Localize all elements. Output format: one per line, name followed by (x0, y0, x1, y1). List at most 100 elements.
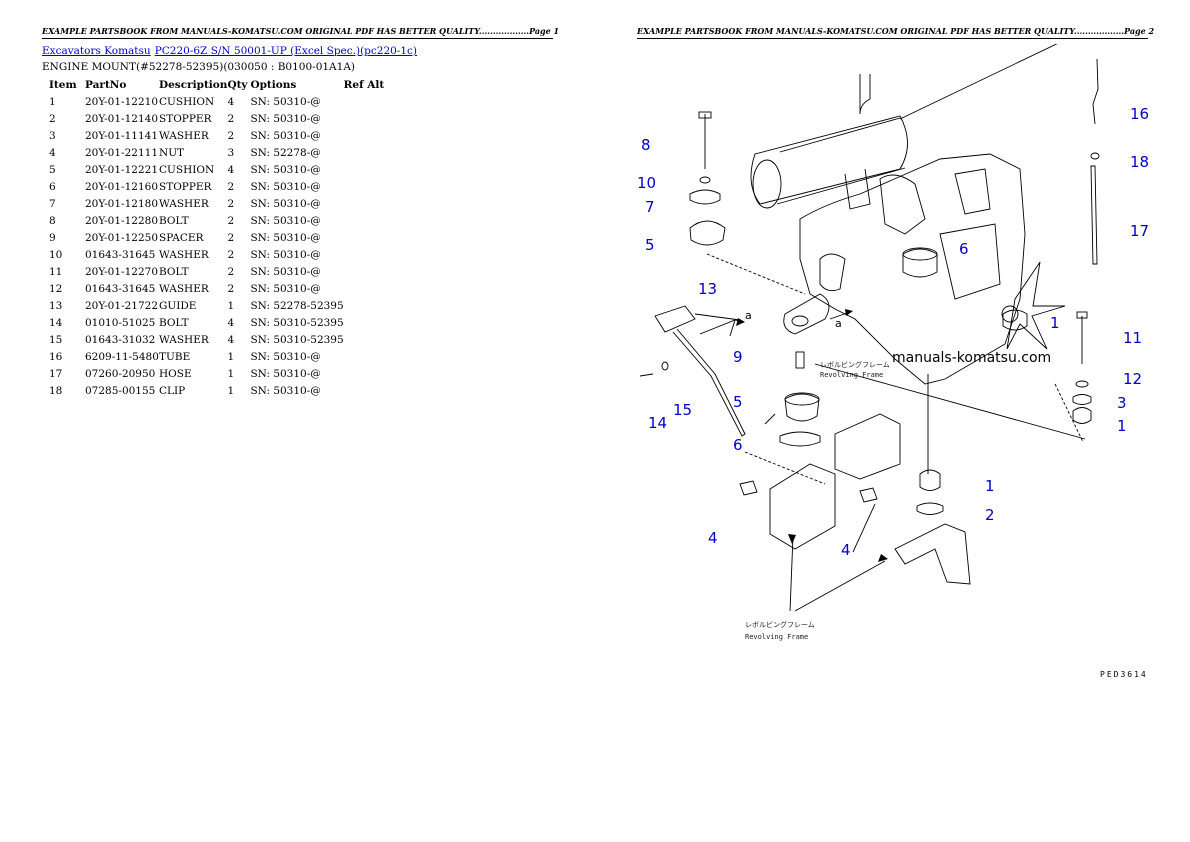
callout-labels: 8 10 7 5 13 9 5 6 4 14 15 6 1 2 4 16 18 … (637, 105, 1149, 559)
exhaust-pipe (859, 74, 871, 115)
cell-item: 12 (49, 282, 63, 295)
cell-description: SPACER (159, 231, 204, 244)
page-1-header: EXAMPLE PARTSBOOK FROM MANUALS-KOMATSU.C… (42, 26, 559, 39)
callout-5-upper: 5 (645, 236, 655, 254)
breadcrumb-link-model[interactable]: PC220-6Z S/N 50001-UP (Excel Spec.)(pc22… (154, 45, 418, 57)
cell-qty: 2 (227, 248, 235, 261)
cell-description: BOLT (159, 265, 189, 278)
cell-description: STOPPER (159, 112, 212, 125)
cell-refalt (344, 127, 394, 144)
stopper-2 (916, 502, 944, 515)
cell-item: 13 (49, 299, 63, 312)
cell-options: SN: 52278-52395 (250, 299, 344, 312)
col-header-item: Item (49, 78, 77, 91)
cell-partno: 07260-20950 (85, 367, 156, 380)
spacer-9 (795, 351, 805, 369)
callout-3: 3 (1117, 394, 1127, 412)
revolving-frame-bracket-left (769, 463, 836, 550)
cell-description: GUIDE (159, 299, 197, 312)
callout-15: 15 (673, 401, 692, 419)
page-2-header: EXAMPLE PARTSBOOK FROM MANUALS-KOMATSU.C… (637, 26, 1154, 39)
tube-16 (1092, 58, 1099, 125)
cell-item: 11 (49, 265, 63, 278)
cell-refalt (344, 297, 394, 314)
breadcrumb-link-category[interactable]: Excavators Komatsu (42, 45, 151, 57)
cell-refalt (344, 314, 394, 331)
cell-refalt (344, 263, 394, 280)
cell-description: BOLT (159, 316, 189, 329)
cell-partno: 20Y-01-12160 (85, 180, 158, 193)
cell-item: 5 (49, 163, 56, 176)
cell-item: 2 (49, 112, 56, 125)
washer-10 (699, 176, 711, 184)
clip-18 (1090, 152, 1100, 160)
cushion-5-upper (689, 220, 726, 246)
cell-partno: 20Y-01-12180 (85, 197, 158, 210)
frame-label-en-lower: Revolving Frame (745, 633, 808, 641)
callout-16: 16 (1130, 105, 1149, 123)
muffler-end (752, 159, 782, 209)
parts-table: Item PartNo Description Qty Options Ref … (42, 76, 394, 399)
cell-qty: 1 (227, 350, 235, 363)
cell-qty: 1 (227, 367, 235, 380)
cell-refalt (344, 144, 394, 161)
cell-description: NUT (159, 146, 185, 159)
callout-1-right: 1 (1117, 417, 1127, 435)
cell-partno: 20Y-01-12280 (85, 214, 158, 227)
cell-partno: 01643-31032 (85, 333, 156, 346)
callout-8: 8 (641, 136, 651, 154)
cell-options: SN: 50310-@ (250, 265, 321, 278)
cell-item: 18 (49, 384, 63, 397)
cell-partno: 20Y-01-12250 (85, 231, 158, 244)
cell-refalt (344, 229, 394, 246)
cell-qty: 2 (227, 112, 235, 125)
stopper-6-lower (779, 431, 821, 447)
callout-6-upper: 6 (959, 240, 969, 258)
callout-1-engine: 1 (1050, 314, 1060, 332)
cell-partno: 01643-31645 (85, 248, 156, 261)
cell-qty: 4 (227, 163, 235, 176)
cell-description: WASHER (159, 197, 209, 210)
washer-12 (1075, 380, 1089, 388)
muffler-body (750, 115, 908, 205)
cell-options: SN: 50310-@ (250, 214, 321, 227)
cell-partno: 01643-31645 (85, 282, 156, 295)
callout-5-lower: 5 (733, 393, 743, 411)
stopper-6-upper (902, 248, 938, 278)
guide-13 (654, 305, 696, 333)
cell-item: 3 (49, 129, 56, 142)
cell-description: HOSE (159, 367, 192, 380)
col-header-qty: Qty (227, 78, 248, 91)
col-header-partno: PartNo (85, 78, 127, 91)
callout-7: 7 (645, 198, 655, 216)
cell-qty: 4 (227, 333, 235, 346)
page-2: EXAMPLE PARTSBOOK FROM MANUALS-KOMATSU.C… (595, 0, 1190, 842)
cell-refalt (344, 195, 394, 212)
cushion-1-center (919, 469, 941, 491)
watermark: manuals-komatsu.com (892, 350, 1051, 366)
cell-refalt (344, 331, 394, 348)
cell-qty: 2 (227, 180, 235, 193)
cell-qty: 2 (227, 265, 235, 278)
callout-2: 2 (985, 506, 995, 524)
cell-partno: 20Y-01-12270 (85, 265, 158, 278)
cell-options: SN: 50310-@ (250, 367, 321, 380)
callout-4-right: 4 (841, 541, 851, 559)
front-bracket (783, 293, 830, 335)
arrow-letter-a-left: a (745, 309, 752, 322)
cell-qty: 1 (227, 299, 235, 312)
cell-description: CLIP (159, 384, 186, 397)
cell-options: SN: 50310-@ (250, 129, 321, 142)
cell-qty: 2 (227, 214, 235, 227)
section-title: ENGINE MOUNT(#52278-52395)(030050 : B010… (42, 61, 356, 73)
cell-options: SN: 50310-@ (250, 95, 321, 108)
cushion-1-right (1072, 407, 1092, 424)
cell-options: SN: 50310-@ (250, 112, 321, 125)
